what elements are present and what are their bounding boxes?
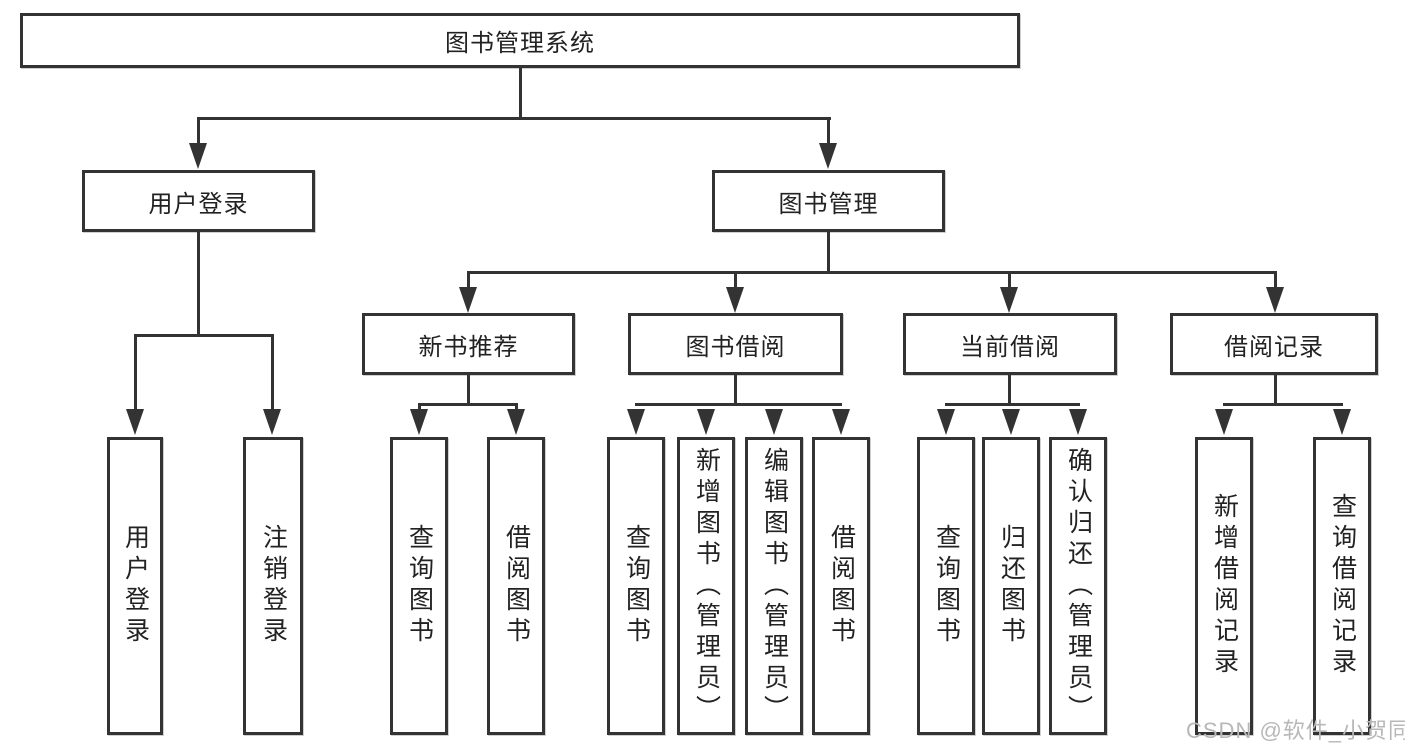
node-label: 图书借阅 bbox=[685, 333, 786, 361]
node-label: 图书管理系统 bbox=[445, 30, 595, 57]
leaf-label: 编辑图书（管理员） bbox=[760, 446, 789, 726]
leaf-label: 借阅图书 bbox=[827, 524, 856, 648]
leaf-label: 归还图书 bbox=[997, 524, 1026, 648]
connector-root-stub bbox=[519, 67, 522, 119]
leaf-query-borrow-record: 查询借阅记录 bbox=[1313, 437, 1371, 735]
connector-login-bar bbox=[134, 334, 274, 337]
arrow-down-icon bbox=[1215, 409, 1233, 435]
connector-arrow-line bbox=[134, 334, 137, 412]
leaf-confirm-return-admin: 确认归还（管理员） bbox=[1049, 437, 1107, 735]
arrow-down-icon bbox=[726, 287, 744, 313]
connector-arrow-line bbox=[827, 117, 830, 147]
node-new-book-recommendation: 新书推荐 bbox=[362, 313, 575, 375]
leaf-label: 确认归还（管理员） bbox=[1064, 446, 1093, 726]
connector-login-stub bbox=[197, 232, 200, 337]
connector-bar bbox=[635, 403, 842, 406]
node-label: 当前借阅 bbox=[960, 333, 1060, 361]
leaf-query-books-borrowing: 查询图书 bbox=[607, 437, 665, 735]
node-user-login-group: 用户登录 bbox=[82, 170, 315, 232]
connector-arrow-line bbox=[734, 271, 737, 289]
leaf-label: 查询图书 bbox=[932, 524, 961, 648]
arrow-down-icon bbox=[1266, 287, 1284, 313]
node-book-borrowing: 图书借阅 bbox=[628, 313, 843, 375]
arrow-down-icon bbox=[627, 409, 645, 435]
connector-bar bbox=[945, 403, 1080, 406]
leaf-label: 借阅图书 bbox=[502, 524, 531, 648]
node-current-borrowing: 当前借阅 bbox=[903, 313, 1117, 375]
connector-arrow-line bbox=[515, 403, 518, 413]
connector-bar bbox=[418, 403, 518, 406]
arrow-down-icon bbox=[459, 287, 477, 313]
arrow-down-icon bbox=[1002, 409, 1020, 435]
leaf-logout: 注销登录 bbox=[243, 437, 303, 735]
leaf-label: 查询图书 bbox=[622, 524, 651, 648]
csdn-watermark: CSDN @软件_小贺同学 bbox=[1186, 718, 1405, 743]
leaf-add-books-admin: 新增图书（管理员） bbox=[677, 437, 735, 735]
leaf-user-login: 用户登录 bbox=[107, 437, 163, 735]
leaf-borrow-books: 借阅图书 bbox=[812, 437, 870, 735]
leaf-label: 查询图书 bbox=[405, 524, 434, 648]
arrow-down-icon bbox=[832, 409, 850, 435]
arrow-down-icon bbox=[765, 409, 783, 435]
connector-bar bbox=[1223, 403, 1343, 406]
connector-arrow-line bbox=[271, 334, 274, 412]
arrow-down-icon bbox=[1069, 409, 1087, 435]
leaf-label: 新增借阅记录 bbox=[1210, 493, 1239, 679]
arrow-down-icon bbox=[263, 409, 281, 435]
leaf-edit-books-admin: 编辑图书（管理员） bbox=[745, 437, 803, 735]
node-book-management-group: 图书管理 bbox=[712, 170, 945, 232]
connector-arrow-line bbox=[1008, 271, 1011, 289]
connector-stub bbox=[734, 375, 737, 406]
node-label: 图书管理 bbox=[778, 190, 879, 218]
connector-level2-bar bbox=[197, 117, 831, 120]
connector-arrow-line bbox=[467, 271, 470, 289]
leaf-label: 新增图书（管理员） bbox=[692, 446, 721, 726]
arrow-down-icon bbox=[937, 409, 955, 435]
node-library-management-system: 图书管理系统 bbox=[20, 13, 1020, 68]
arrow-down-icon bbox=[697, 409, 715, 435]
leaf-borrow-books-recommend: 借阅图书 bbox=[487, 437, 545, 735]
leaf-query-books-recommend: 查询图书 bbox=[390, 437, 448, 735]
connector-mgmt-stub bbox=[827, 232, 830, 274]
leaf-query-books-current: 查询图书 bbox=[917, 437, 975, 735]
connector-arrow-line bbox=[418, 403, 421, 413]
connector-stub bbox=[1008, 375, 1011, 406]
arrow-down-icon bbox=[410, 409, 428, 435]
connector-stub bbox=[1274, 375, 1277, 406]
arrow-down-icon bbox=[189, 143, 207, 169]
node-label: 新书推荐 bbox=[418, 333, 519, 361]
arrow-down-icon bbox=[1333, 409, 1351, 435]
leaf-label: 注销登录 bbox=[259, 524, 288, 648]
arrow-down-icon bbox=[1000, 287, 1018, 313]
leaf-add-borrow-record: 新增借阅记录 bbox=[1195, 437, 1253, 735]
leaf-label: 用户登录 bbox=[121, 524, 150, 648]
node-label: 借阅记录 bbox=[1224, 333, 1324, 361]
node-label: 用户登录 bbox=[148, 190, 249, 218]
arrow-down-icon bbox=[819, 143, 837, 169]
node-borrowing-records: 借阅记录 bbox=[1170, 313, 1378, 375]
connector-arrow-line bbox=[1274, 271, 1277, 289]
connector-stub bbox=[467, 375, 470, 406]
connector-level3-bar bbox=[467, 271, 1277, 274]
leaf-return-books: 归还图书 bbox=[982, 437, 1040, 735]
connector-arrow-line bbox=[197, 117, 200, 147]
arrow-down-icon bbox=[126, 409, 144, 435]
arrow-down-icon bbox=[507, 409, 525, 435]
leaf-label: 查询借阅记录 bbox=[1328, 493, 1357, 679]
